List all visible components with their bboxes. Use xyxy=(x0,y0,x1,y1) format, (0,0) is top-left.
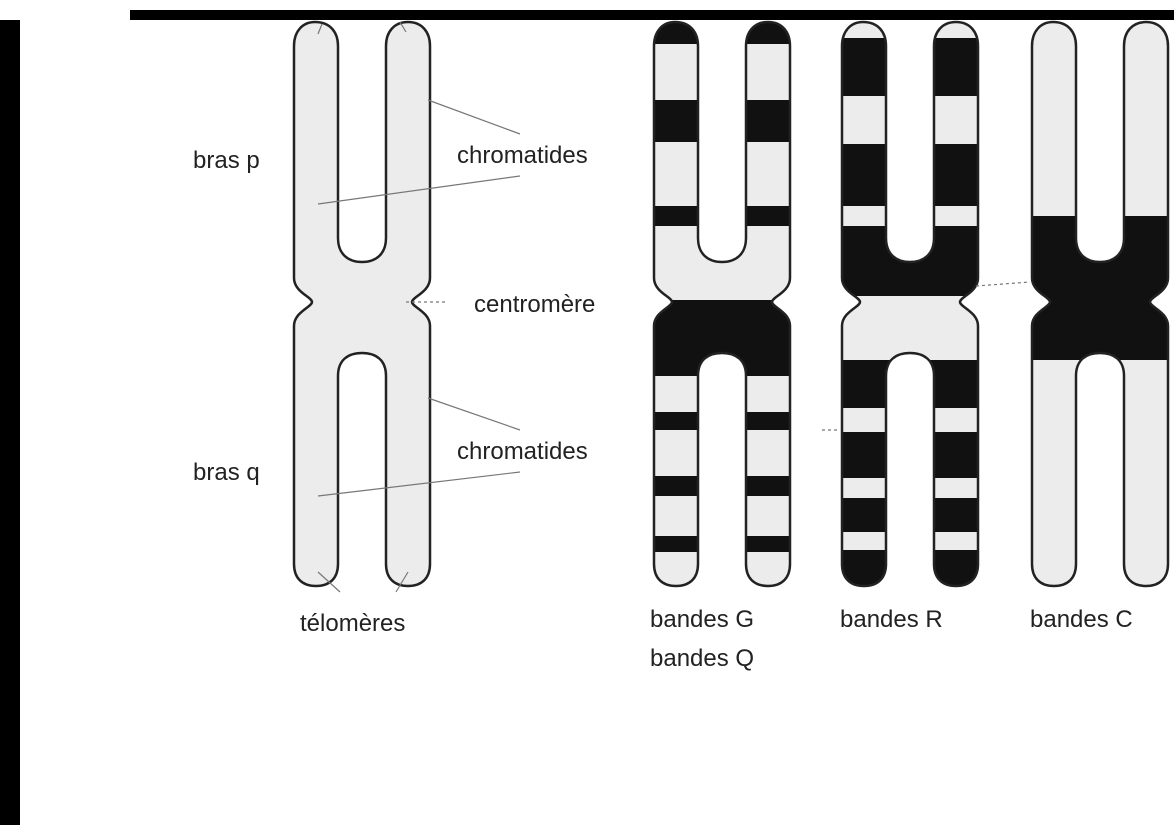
label-telomeres: télomères xyxy=(300,610,405,637)
label-chromatids-top: chromatides xyxy=(457,142,588,169)
label-bands-q: bandes Q xyxy=(650,645,754,672)
chromosome-plain xyxy=(294,22,430,586)
label-arm-p: bras p xyxy=(193,147,260,174)
chromosome-g-bands xyxy=(652,20,794,586)
label-bands-r: bandes R xyxy=(840,606,943,633)
label-chromatids-bottom: chromatides xyxy=(457,438,588,465)
label-arm-q: bras q xyxy=(193,459,260,486)
label-centromere: centromère xyxy=(474,291,595,318)
leader-chromatid-bottom-right xyxy=(428,398,520,430)
chromosome-r-bands xyxy=(840,22,982,590)
label-bands-g: bandes G xyxy=(650,606,754,633)
leader-centromere-r xyxy=(976,282,1030,286)
label-bands-c: bandes C xyxy=(1030,606,1133,633)
leader-chromatid-top-right xyxy=(428,100,520,134)
chromosome-c-bands xyxy=(1030,22,1172,586)
